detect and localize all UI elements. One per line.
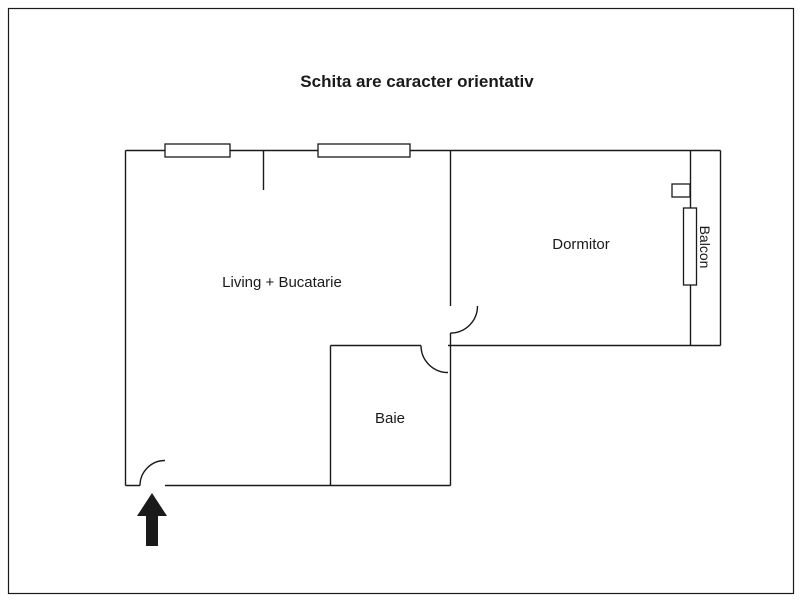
window-living-left [164, 143, 231, 158]
room-label-living: Living + Bucatarie [222, 274, 342, 291]
baie-door-arc [420, 345, 449, 374]
disclaimer-title: Schita are caracter orientativ [300, 72, 534, 91]
balcon-door-panel [671, 183, 691, 198]
balcon-window [682, 207, 698, 286]
page-border [7, 7, 795, 595]
room-label-balcon: Balcon [697, 226, 713, 269]
room-label-dormitor: Dormitor [552, 236, 610, 253]
floorplan-diagram: Living + Bucatarie Dormitor Baie Balcon [124, 143, 722, 546]
room-label-baie: Baie [375, 410, 405, 427]
window-living-right [317, 143, 411, 158]
dormitor-door-arc [450, 305, 479, 334]
walls-outline [124, 149, 722, 487]
entrance-arrow-icon [137, 493, 167, 546]
entrance-door-arc [139, 459, 166, 486]
